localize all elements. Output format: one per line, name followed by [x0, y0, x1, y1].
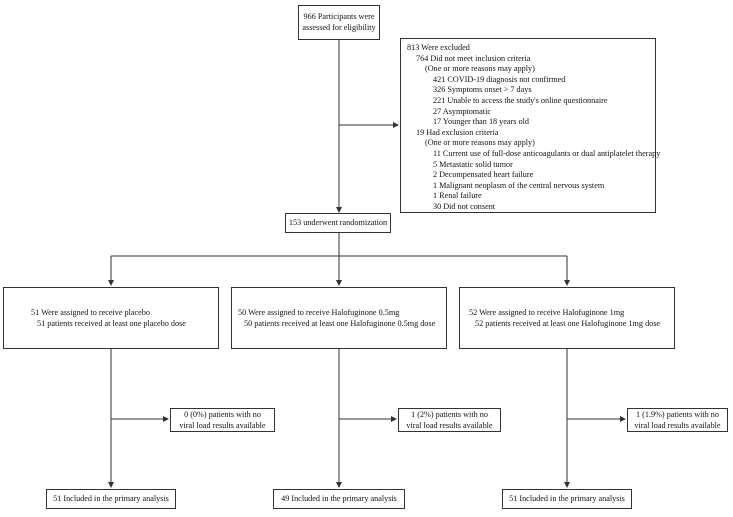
arm-1-received: 51 patients received at least one placeb…	[37, 318, 186, 328]
arm-3-analysis-box: 51 Included in the primary analysis	[502, 489, 632, 509]
inclusion-item: 421 COVID-19 diagnosis not confirmed	[433, 74, 566, 84]
assessed-box: 966 Participants were assessed for eligi…	[298, 5, 380, 40]
arm-3-assigned-box: 52 Were assigned to receive Halofuginone…	[459, 287, 675, 349]
inclusion-item: 17 Younger than 18 years old	[433, 117, 529, 127]
inclusion-title: 764 Did not meet inclusion criteria	[416, 53, 531, 63]
arm-3-assigned: 52 Were assigned to receive Halofuginone…	[469, 308, 625, 317]
arm-2-assigned-box: 50 Were assigned to receive Halofuginone…	[231, 287, 447, 349]
exclusion-item: 1 Malignant neoplasm of the central nerv…	[433, 180, 605, 190]
randomization-box: 153 underwent randomization	[285, 213, 391, 233]
no-consent: 30 Did not consent	[433, 201, 496, 211]
arm-2-analysis: 49 Included in the primary analysis	[281, 494, 397, 503]
arm-1-assigned: 51 Were assigned to receive placebo	[31, 308, 150, 317]
excluded-title: 813 Were excluded	[407, 43, 470, 52]
exclusion-item: 5 Metastatic solid tumor	[433, 159, 513, 169]
exclusion-item: 2 Decompensated heart failure	[433, 170, 534, 180]
exclusion-item: 11 Current use of full-dose anticoagulan…	[433, 148, 661, 158]
randomization-label: 153 underwent randomization	[288, 218, 388, 227]
arm-3-missing-line-1: 1 (1.9%) patients with no	[636, 410, 719, 419]
arm-1-missing-box: 0 (0%) patients with no viral load resul…	[170, 408, 275, 432]
arm-2-assigned: 50 Were assigned to receive Halofuginone…	[238, 308, 400, 317]
arm-3-missing-box: 1 (1.9%) patients with no viral load res…	[627, 408, 728, 432]
arm-3-analysis: 51 Included in the primary analysis	[509, 494, 625, 503]
arm-1-analysis-box: 51 Included in the primary analysis	[46, 489, 176, 509]
excluded-box: 813 Were excluded 764 Did not meet inclu…	[400, 38, 661, 213]
inclusion-item: 221 Unable to access the study's online …	[433, 95, 608, 105]
arm-2-analysis-box: 49 Included in the primary analysis	[273, 489, 405, 509]
exclusion-note: (One or more reasons may apply)	[425, 138, 535, 148]
inclusion-note: (One or more reasons may apply)	[425, 64, 535, 74]
inclusion-item: 326 Symptoms onset > 7 days	[433, 85, 532, 95]
assessed-line-2: assessed for eligibility	[302, 22, 376, 32]
arm-2-received: 50 patients received at least one Halofu…	[244, 318, 436, 328]
arm-2-missing-line-2: viral load results available	[406, 420, 493, 430]
inclusion-item: 27 Asymptomatic	[433, 106, 491, 116]
arm-1-missing-line-1: 0 (0%) patients with no	[184, 410, 261, 419]
exclusion-title: 19 Had exclusion criteria	[416, 127, 499, 137]
arm-3-missing-line-2: viral load results available	[634, 420, 721, 430]
arm-1-analysis: 51 Included in the primary analysis	[53, 494, 169, 503]
assessed-line-1: 966 Participants were	[303, 12, 375, 21]
arm-3-received: 52 patients received at least one Halofu…	[475, 318, 661, 328]
arm-1-assigned-box: 51 Were assigned to receive placebo 51 p…	[3, 287, 219, 349]
arm-2-missing-box: 1 (2%) patients with no viral load resul…	[398, 408, 501, 432]
exclusion-item: 1 Renal failure	[433, 191, 482, 201]
arm-2-missing-line-1: 1 (2%) patients with no	[411, 410, 488, 419]
arm-1-missing-line-2: viral load results available	[179, 420, 266, 430]
